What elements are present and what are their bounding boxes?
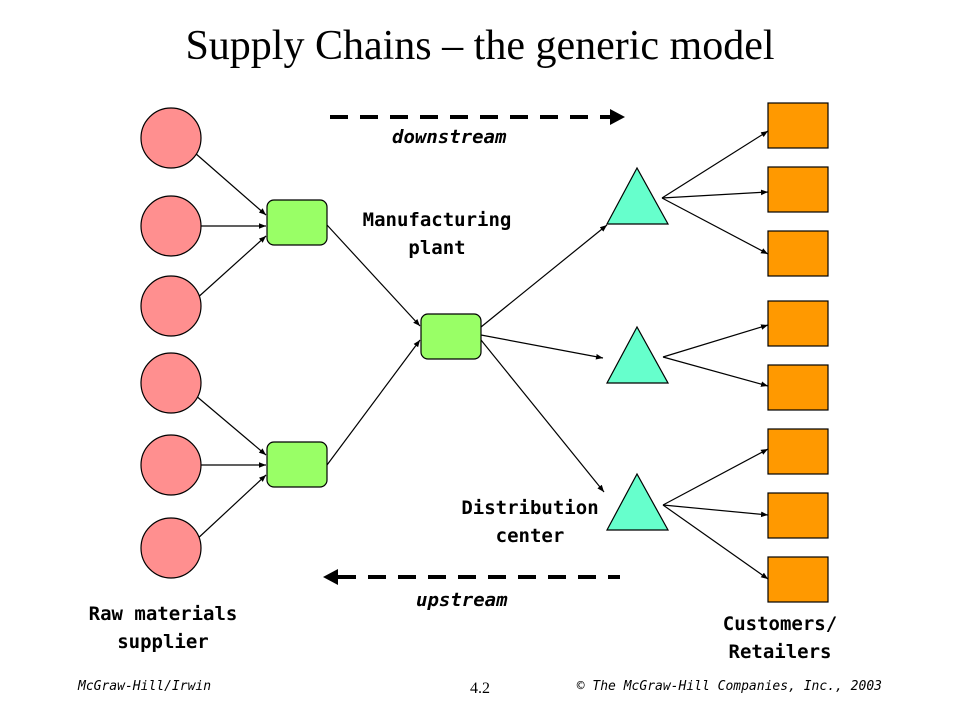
distribution-center-label: Distribution center [440,494,620,550]
customer-retailer [767,556,829,603]
connector [661,130,769,199]
connector [480,224,608,328]
plant-connectors [326,224,421,466]
distribution-label-line2: center [495,525,565,547]
downstream-arrow-head [610,109,625,125]
connector [194,474,267,542]
supplier-group [140,107,202,579]
raw-material-supplier [140,352,202,414]
connector [480,334,604,360]
upstream-arrow-head [323,569,338,585]
raw-label-line1: Raw materials [88,603,238,625]
connector [326,339,421,466]
manufacturing-label-line1: Manufacturing [362,209,512,231]
customer-retailer [767,492,829,539]
connector [662,356,769,387]
footer-publisher: McGraw-Hill/Irwin [78,679,212,694]
connector [661,189,769,199]
customers-retailers-label: Customers/ Retailers [690,610,870,666]
connector [662,324,769,358]
customers-label-line2: Retailers [728,641,832,663]
distribution-center [605,325,670,384]
manufacturing-label-line2: plant [408,237,466,259]
connector [480,339,605,493]
manufacturing-plant-label: Manufacturing plant [342,206,532,262]
manufacturing-plant [266,199,328,246]
connector [662,448,769,506]
raw-material-supplier [140,195,202,257]
supplier-connectors [194,152,267,542]
footer-copyright: © The McGraw-Hill Companies, Inc., 2003 [576,679,882,694]
distribution-group [605,166,670,531]
connector [661,197,769,255]
customer-retailer [767,102,829,149]
page-title: Supply Chains – the generic model [185,23,775,69]
raw-material-supplier [140,107,202,169]
connector [326,224,421,327]
upstream-label: upstream [416,589,508,611]
customer-connectors [661,130,769,580]
connector [194,394,267,456]
customer-retailer [767,428,829,475]
manufacturing-plant [266,441,328,488]
raw-material-supplier [140,275,202,337]
connector [662,504,769,518]
customers-label-line1: Customers/ [722,613,838,635]
customer-group [767,102,829,603]
raw-material-supplier [140,517,202,579]
connector [194,152,267,216]
distribution-center [605,472,670,531]
distribution-connectors [480,224,608,493]
downstream-label: downstream [392,126,507,148]
customer-retailer [767,300,829,347]
page-number: 4.2 [470,680,490,697]
raw-material-supplier [140,434,202,496]
customer-retailer [767,230,829,277]
raw-materials-supplier-label: Raw materials supplier [68,600,258,656]
distribution-center [605,166,670,225]
distribution-label-line1: Distribution [461,497,599,519]
connector [662,504,769,580]
customer-retailer [767,166,829,213]
connector [194,235,267,301]
central-manufacturing-plant [420,313,482,360]
raw-label-line2: supplier [117,631,209,653]
customer-retailer [767,364,829,411]
plant-group [266,199,482,488]
